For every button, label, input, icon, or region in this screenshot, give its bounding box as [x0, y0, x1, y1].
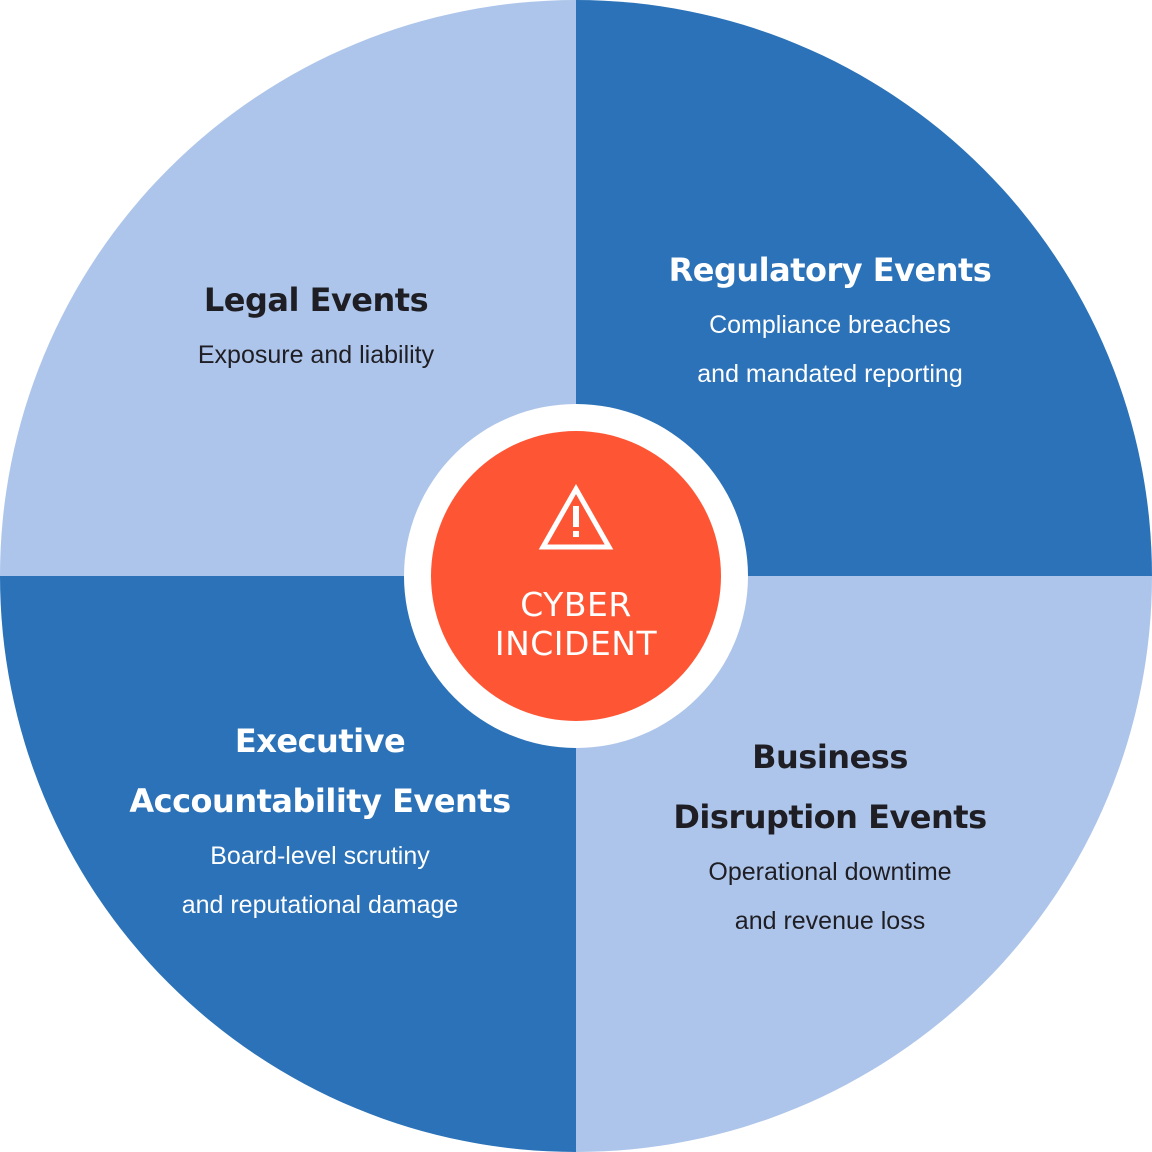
regulatory-events-description: Compliance breaches and mandated reporti… [620, 301, 1040, 399]
executive-desc-line-2: and reputational damage [181, 891, 459, 919]
center-label: CYBER INCIDENT [436, 585, 716, 663]
regulatory-events-block: Regulatory Events Compliance breaches an… [620, 240, 1040, 399]
business-disruption-events-block: Business Disruption Events Operational d… [620, 727, 1040, 946]
center-label-line2: INCIDENT [494, 624, 658, 663]
regulatory-events-desc-line-1: Compliance breaches [709, 311, 951, 339]
legal-events-title: Legal Events [116, 270, 516, 330]
business-disruption-events-title: Business Disruption Events [620, 727, 1040, 847]
business-desc-line-1: Operational downtime [708, 858, 952, 886]
executive-accountability-events-block: Executive Accountability Events Board-le… [110, 711, 530, 930]
legal-events-block: Legal Events Exposure and liability [116, 270, 516, 380]
center-circle [431, 431, 721, 721]
legal-quadrant [0, 0, 576, 576]
executive-quadrant [0, 576, 576, 1152]
business-disruption-events-description: Operational downtime and revenue loss [620, 848, 1040, 946]
business-title-line-1: Business [752, 738, 908, 776]
business-desc-line-2: and revenue loss [734, 907, 926, 935]
legal-events-description: Exposure and liability [116, 331, 516, 380]
executive-accountability-events-description: Board-level scrutiny and reputational da… [110, 832, 530, 930]
regulatory-events-title: Regulatory Events [620, 240, 1040, 300]
warning-triangle-icon [538, 483, 614, 550]
regulatory-events-desc-line-2: and mandated reporting [697, 360, 963, 388]
regulatory-quadrant [576, 0, 1152, 576]
regulatory-events-title-line: Regulatory Events [668, 251, 992, 289]
business-title-line-2: Disruption Events [673, 798, 987, 836]
legal-events-title-line: Legal Events [203, 281, 429, 319]
executive-title-line-2: Accountability Events [129, 782, 511, 820]
legal-events-desc-line: Exposure and liability [197, 341, 435, 369]
center-label-line1: CYBER [520, 585, 632, 624]
executive-title-line-1: Executive [234, 722, 406, 760]
business-quadrant [576, 576, 1152, 1152]
executive-accountability-events-title: Executive Accountability Events [110, 711, 530, 831]
executive-desc-line-1: Board-level scrutiny [210, 842, 430, 870]
